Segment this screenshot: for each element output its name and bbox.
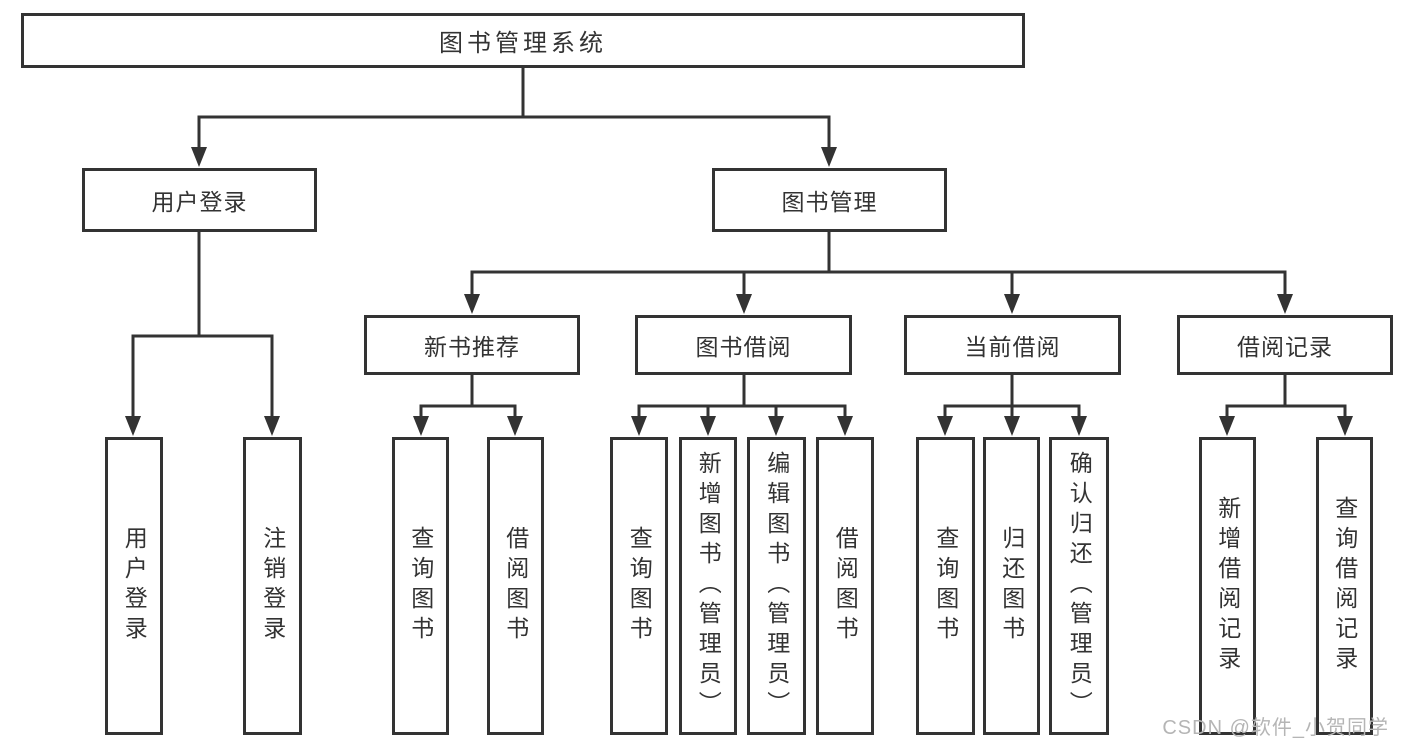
node-book-management: 图书管理 [712,168,947,232]
leaf-query-books-borrow: 查询图书 [610,437,668,735]
node-label: 新增借阅记录 [1214,496,1241,676]
node-label: 用户登录 [121,526,148,646]
node-label: 注销登录 [259,526,286,646]
node-label: 图书管理系统 [439,30,607,57]
leaf-query-books-current: 查询图书 [916,437,975,735]
node-label: 归还图书 [998,526,1025,646]
leaf-add-book-admin: 新增图书（管理员） [679,437,737,735]
node-label: 借阅图书 [502,526,529,646]
leaf-return-books: 归还图书 [983,437,1040,735]
node-label: 图书借阅 [695,334,792,360]
node-label: 图书管理 [781,189,878,215]
csdn-watermark: CSDN @软件_小贺同学 [1162,717,1389,739]
node-label: 确认归还（管理员） [1066,451,1093,721]
leaf-confirm-return-admin: 确认归还（管理员） [1049,437,1109,735]
node-borrowing-records: 借阅记录 [1177,315,1393,375]
node-label: 借阅图书 [832,526,859,646]
leaf-add-borrow-record: 新增借阅记录 [1199,437,1256,735]
leaf-borrow-books: 借阅图书 [816,437,874,735]
leaf-query-borrow-record: 查询借阅记录 [1316,437,1373,735]
leaf-borrow-books-recommend: 借阅图书 [487,437,544,735]
node-current-borrowing: 当前借阅 [904,315,1121,375]
leaf-logout: 注销登录 [243,437,302,735]
node-label: 当前借阅 [964,334,1061,360]
node-label: 编辑图书（管理员） [763,451,790,721]
leaf-query-books-recommend: 查询图书 [392,437,449,735]
node-label: 用户登录 [151,189,248,215]
node-library-system: 图书管理系统 [21,13,1025,68]
node-label: 新书推荐 [424,334,520,360]
node-new-book-recommend: 新书推荐 [364,315,580,375]
node-label: 查询图书 [626,526,653,646]
node-label: 查询借阅记录 [1331,496,1358,676]
leaf-edit-book-admin: 编辑图书（管理员） [747,437,806,735]
node-label: 查询图书 [407,526,434,646]
node-label: 查询图书 [932,526,959,646]
node-label: 借阅记录 [1237,334,1333,360]
node-user-login: 用户登录 [82,168,317,232]
node-label: 新增图书（管理员） [695,451,722,721]
node-book-borrowing: 图书借阅 [635,315,852,375]
leaf-user-login: 用户登录 [105,437,163,735]
